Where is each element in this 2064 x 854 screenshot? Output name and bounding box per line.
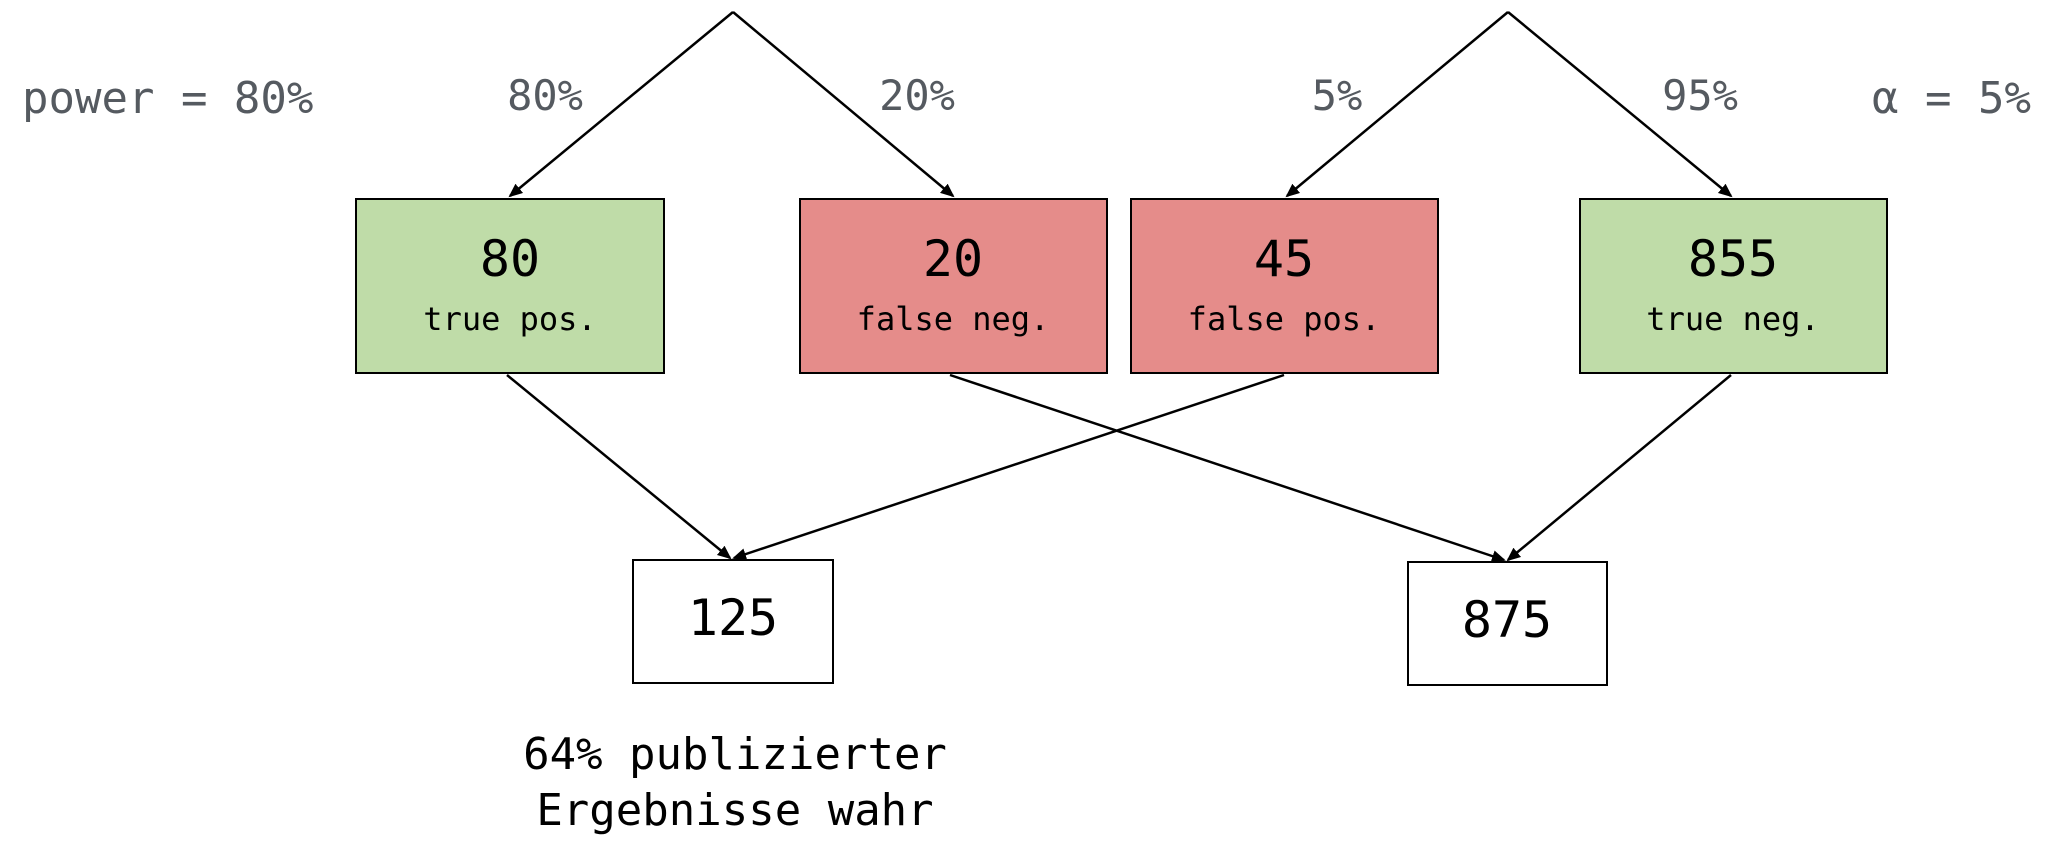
alpha-label: α = 5% bbox=[1872, 73, 2031, 124]
box-true-pos: 80 true pos. bbox=[355, 198, 665, 374]
edge-label-false-neg: 20% bbox=[879, 71, 955, 120]
box-positive-total: 125 bbox=[632, 559, 834, 684]
box-false-pos: 45 false pos. bbox=[1130, 198, 1439, 374]
box-false-neg-label: false neg. bbox=[857, 300, 1050, 338]
edge-label-true-neg: 95% bbox=[1662, 71, 1738, 120]
edge-label-true-pos: 80% bbox=[507, 71, 583, 120]
box-false-neg: 20 false neg. bbox=[799, 198, 1108, 374]
edge-false-pos-to-positive-total bbox=[732, 373, 1285, 560]
edge-root-left-to-true-pos bbox=[508, 11, 734, 198]
edge-root-left-to-false-neg bbox=[732, 11, 955, 198]
box-true-pos-value: 80 bbox=[480, 230, 540, 288]
edge-false-neg-to-negative-total bbox=[949, 373, 1506, 562]
box-false-pos-label: false pos. bbox=[1188, 300, 1381, 338]
box-false-pos-value: 45 bbox=[1254, 230, 1314, 288]
box-true-neg-value: 855 bbox=[1688, 230, 1778, 288]
box-true-neg-label: true neg. bbox=[1646, 300, 1819, 338]
edge-true-neg-to-negative-total bbox=[1506, 374, 1732, 562]
caption-line-1: 64% publizierter bbox=[523, 729, 947, 780]
power-label: power = 80% bbox=[22, 73, 313, 124]
caption-line-2: Ergebnisse wahr bbox=[536, 785, 933, 836]
box-false-neg-value: 20 bbox=[923, 230, 983, 288]
box-true-pos-label: true pos. bbox=[423, 300, 596, 338]
edge-label-false-pos: 5% bbox=[1312, 71, 1363, 120]
box-true-neg: 855 true neg. bbox=[1579, 198, 1888, 374]
edge-true-pos-to-positive-total bbox=[506, 374, 732, 560]
box-negative-total: 875 bbox=[1407, 561, 1608, 686]
positive-total-value: 125 bbox=[688, 589, 778, 647]
edge-root-right-to-false-pos bbox=[1285, 11, 1509, 198]
negative-total-value: 875 bbox=[1462, 591, 1552, 649]
edge-root-right-to-true-neg bbox=[1507, 11, 1733, 198]
